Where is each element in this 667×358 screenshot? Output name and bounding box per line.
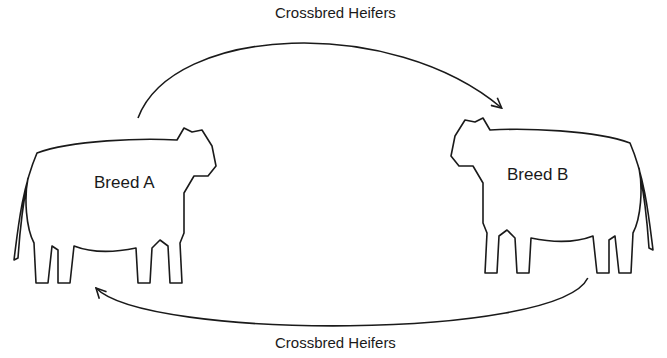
arrow-label: Crossbred Heifers (272, 334, 399, 351)
breed-label: Breed B (507, 166, 568, 185)
cow-figure: Breed A (12, 118, 222, 288)
cow-figure: Breed B (445, 108, 655, 278)
cow-outline (12, 118, 222, 288)
cow-outline (445, 108, 655, 278)
breed-label: Breed A (94, 174, 155, 193)
arrow-label: Crossbred Heifers (272, 4, 399, 21)
curved-arrow (96, 278, 588, 326)
curved-arrow (138, 43, 502, 118)
